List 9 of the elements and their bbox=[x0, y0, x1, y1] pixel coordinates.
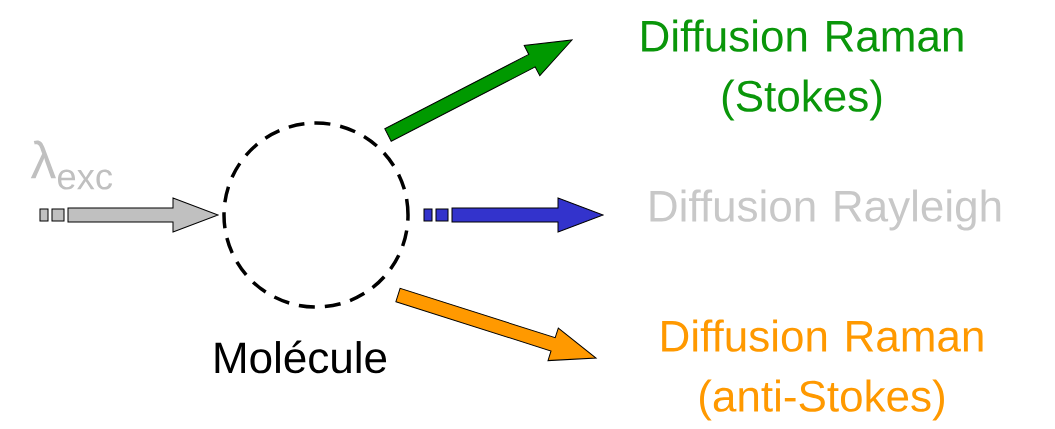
molecule-label: Molécule bbox=[215, 340, 387, 374]
arrow bbox=[395, 287, 597, 362]
arrow bbox=[423, 197, 604, 233]
arrow bbox=[384, 39, 573, 142]
edge-label: λ$_{exc}$ bbox=[30, 140, 113, 190]
process-label: Diffusion Raman (Stokes) bbox=[642, 19, 963, 121]
arrow bbox=[39, 197, 219, 233]
process-label: Diffusion Raman (anti-Stokes) bbox=[662, 319, 983, 421]
molecule-circle bbox=[222, 121, 410, 309]
